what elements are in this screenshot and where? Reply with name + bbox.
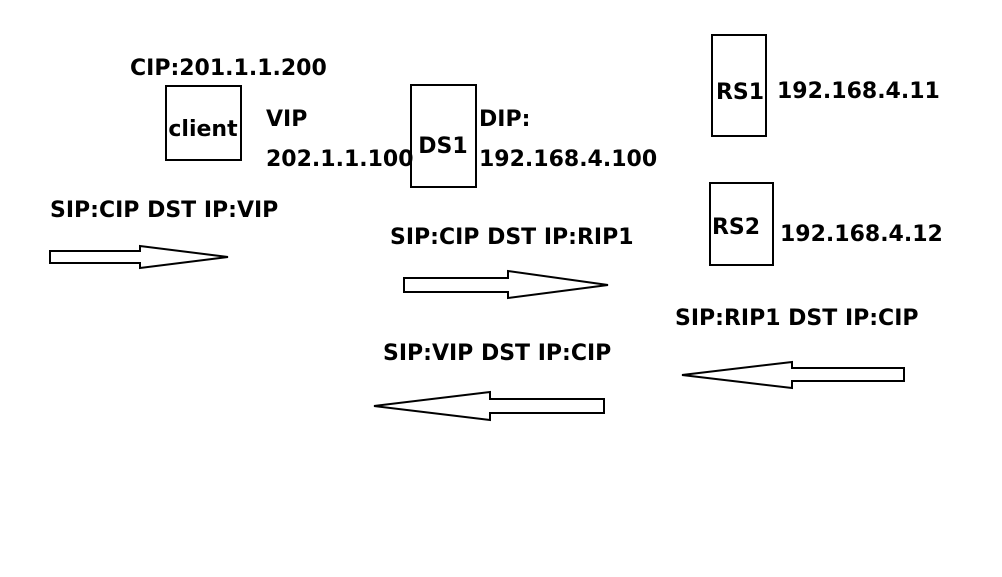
arrow-left-rs-to-ds <box>681 360 905 390</box>
client-box <box>165 85 242 161</box>
rs1-node: RS1 <box>711 34 767 137</box>
arrow-right-client-to-ds <box>49 244 229 270</box>
rs2-node: RS2 <box>709 182 774 266</box>
client-label: client <box>168 117 238 142</box>
dip-label: DIP: <box>479 107 530 132</box>
flow-label-ds-to-client: SIP:VIP DST IP:CIP <box>383 341 611 366</box>
rs2-ip-label: 192.168.4.12 <box>780 222 943 247</box>
cip-label: CIP:201.1.1.200 <box>130 56 327 81</box>
vip-label: VIP <box>266 107 307 132</box>
ds1-box <box>410 84 477 188</box>
arrow-left-ds-to-client <box>373 390 605 422</box>
rs1-ip-label: 192.168.4.11 <box>777 79 940 104</box>
rs1-box <box>711 34 767 137</box>
flow-label-client-to-ds: SIP:CIP DST IP:VIP <box>50 198 278 223</box>
dip-value: 192.168.4.100 <box>479 147 657 172</box>
arrow-right-ds-to-rs <box>403 269 609 300</box>
ds1-label: DS1 <box>418 134 467 159</box>
rs2-label: RS2 <box>712 215 760 240</box>
client-node: client <box>165 85 242 161</box>
rs2-box <box>709 182 774 266</box>
ds1-node: DS1 <box>410 84 477 188</box>
vip-value: 202.1.1.100 <box>266 147 414 172</box>
flow-label-ds-to-rs: SIP:CIP DST IP:RIP1 <box>390 225 634 250</box>
flow-label-rs-to-ds: SIP:RIP1 DST IP:CIP <box>675 306 919 331</box>
rs1-label: RS1 <box>716 80 764 105</box>
